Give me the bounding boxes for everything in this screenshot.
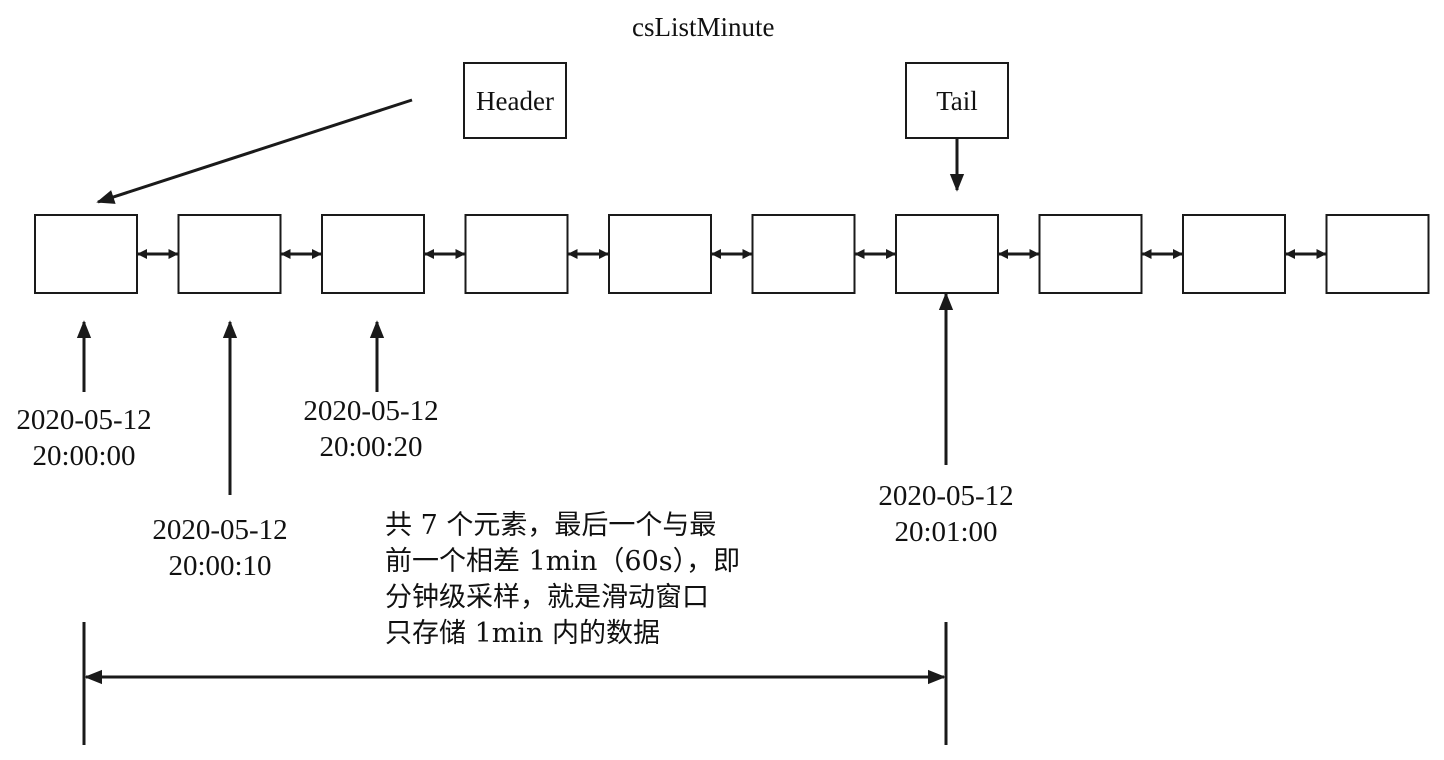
header-label: Header xyxy=(476,86,554,116)
list-node xyxy=(177,214,282,294)
tail-label: Tail xyxy=(936,86,978,116)
list-node xyxy=(608,214,712,294)
window-note: 共 7 个元素，最后一个与最 前一个相差 1min（60s），即 分钟级采样，就… xyxy=(385,508,740,652)
list-node xyxy=(34,214,138,294)
timestamp-time: 20:00:00 xyxy=(32,440,136,472)
list-node xyxy=(1182,214,1286,294)
note-line: 分钟级采样，就是滑动窗口 xyxy=(385,582,709,613)
note-line: 共 7 个元素，最后一个与最 xyxy=(385,510,717,541)
timestamp-label-2: 2020-05-12 20:00:10 xyxy=(120,512,320,584)
list-node xyxy=(751,214,856,294)
list-node xyxy=(1038,214,1143,294)
timestamp-date: 2020-05-12 xyxy=(16,404,152,436)
timestamp-time: 20:00:10 xyxy=(168,550,272,582)
timestamp-label-1: 2020-05-12 20:00:00 xyxy=(0,402,184,474)
list-node xyxy=(1325,214,1430,294)
timestamp-time: 20:01:00 xyxy=(894,516,998,548)
timestamp-label-3: 2020-05-12 20:00:20 xyxy=(271,393,471,465)
timestamp-date: 2020-05-12 xyxy=(152,514,288,546)
timestamp-date: 2020-05-12 xyxy=(878,480,1014,512)
timestamp-time: 20:00:20 xyxy=(319,431,423,463)
header-box xyxy=(463,62,567,139)
note-line: 只存储 1min 内的数据 xyxy=(385,618,660,649)
timestamp-label-4: 2020-05-12 20:01:00 xyxy=(846,478,1046,550)
timestamp-date: 2020-05-12 xyxy=(303,395,439,427)
list-node xyxy=(895,214,999,294)
list-node xyxy=(464,214,569,294)
diagram-title: csListMinute xyxy=(632,12,775,42)
note-line: 前一个相差 1min（60s），即 xyxy=(385,546,741,577)
header-pointer-arrow xyxy=(96,98,413,204)
list-node xyxy=(321,214,425,294)
